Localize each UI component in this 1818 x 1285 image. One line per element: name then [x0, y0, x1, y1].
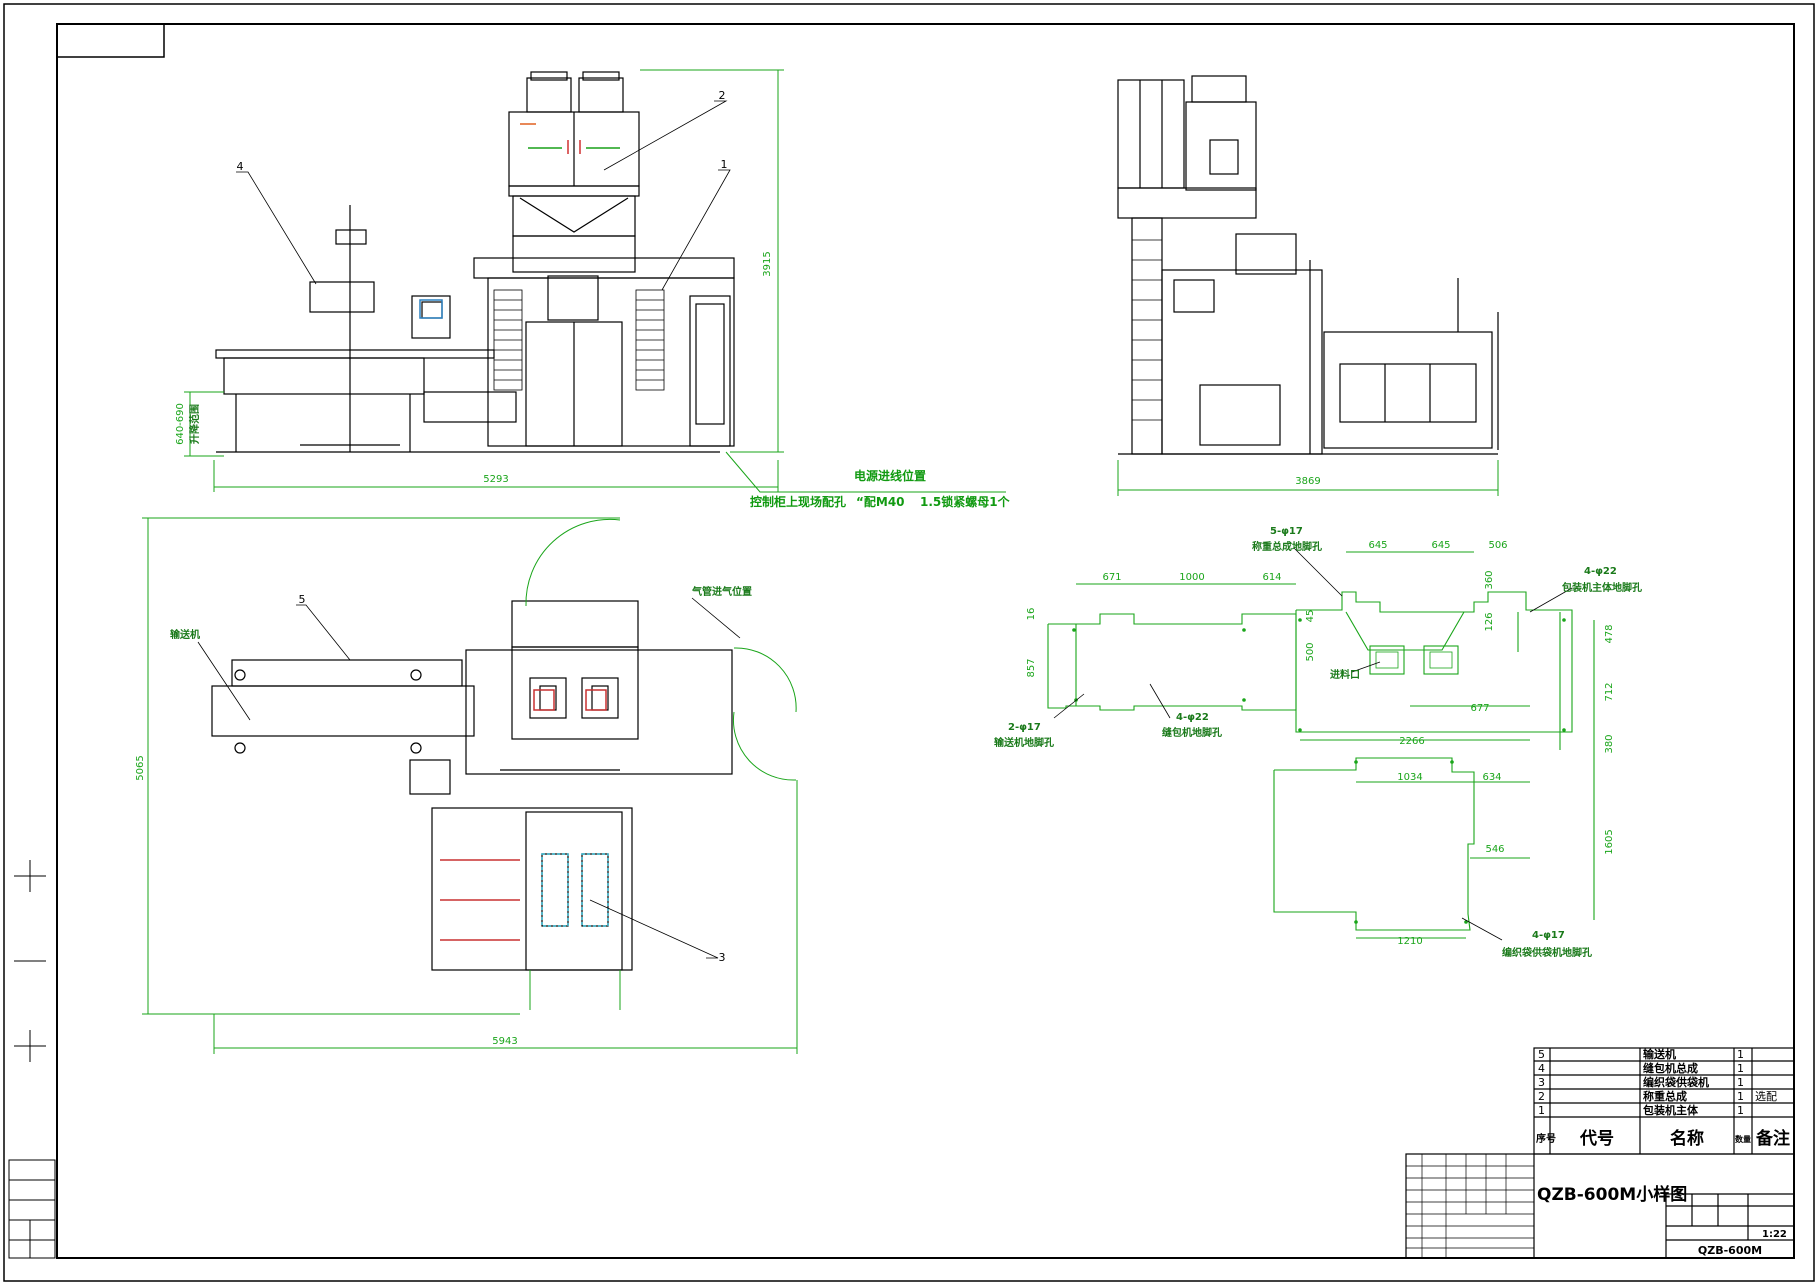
plan-view-accents	[440, 689, 609, 941]
dim-126: 126	[1484, 612, 1495, 631]
dim-1000: 1000	[1179, 572, 1204, 583]
foundation-dimension-texts: 671 1000 614 16 857 45 500 645 645 506 3…	[1026, 540, 1615, 947]
bom-row-4-note: 选配	[1755, 1090, 1777, 1103]
weigh-holes-label: 称重总成地脚孔	[1252, 540, 1322, 553]
bom-rows: 5 输送机 1 4 缝包机总成 1 3 编织袋供袋机 1 2 称重总成 1 选配…	[1536, 1047, 1790, 1149]
bom-row-3-qty: 1	[1737, 1076, 1744, 1089]
bom-row-2-qty: 1	[1737, 1062, 1744, 1075]
dim-500: 500	[1305, 642, 1316, 661]
dim-1210: 1210	[1397, 936, 1422, 947]
side-width-dimension: 3869	[1295, 476, 1320, 487]
drawing-scale: 1:22	[1762, 1229, 1787, 1240]
side-view	[1117, 75, 1499, 455]
bom-row-5-no: 1	[1538, 1104, 1545, 1117]
bom-row-1-name: 输送机	[1643, 1047, 1676, 1061]
dim-506: 506	[1488, 540, 1507, 551]
bom-row-4-no: 2	[1538, 1090, 1545, 1103]
dim-645-a: 645	[1368, 540, 1387, 551]
front-view-accents	[419, 123, 620, 319]
main-holes-spec: 4-φ22	[1584, 566, 1617, 577]
conveyor-holes-label: 输送机地脚孔	[994, 736, 1054, 749]
dim-1034: 1034	[1397, 772, 1422, 783]
dim-360-a: 360	[1484, 570, 1495, 589]
power-entry-note: 电源进线位置	[854, 468, 926, 483]
feeder-holes-spec: 4-φ17	[1532, 930, 1565, 941]
side-view-dimensions	[1117, 460, 1499, 496]
dim-1605: 1605	[1604, 829, 1615, 854]
dim-478: 478	[1604, 624, 1615, 643]
bom-table	[1533, 1047, 1795, 1155]
dim-857: 857	[1026, 658, 1037, 677]
bom-row-5-qty: 1	[1737, 1104, 1744, 1117]
lift-range-dimension: 640-690	[175, 403, 186, 445]
front-height-dimension: 3915	[762, 251, 773, 276]
bom-row-5-name: 包装机主体	[1642, 1103, 1699, 1117]
plan-height-dimension: 5065	[135, 755, 146, 780]
title-block	[1405, 1153, 1795, 1259]
sew-holes-label: 缝包机地脚孔	[1162, 726, 1222, 739]
dim-380: 380	[1604, 734, 1615, 753]
front-view	[215, 71, 735, 453]
plan-view-leaders	[197, 597, 741, 959]
foundation-hole-markers	[1072, 618, 1566, 924]
main-holes-label: 包装机主体地脚孔	[1562, 581, 1642, 594]
dim-712: 712	[1604, 682, 1615, 701]
nut-spec-a: “配M40	[856, 494, 905, 509]
air-inlet-label: 气管进气位置	[691, 585, 752, 598]
front-view-leaders	[236, 100, 731, 291]
dim-645-b: 645	[1431, 540, 1450, 551]
bom-header-code: 代号	[1579, 1128, 1614, 1149]
drawing-number: QZB-600M	[1698, 1244, 1762, 1257]
dim-614: 614	[1262, 572, 1281, 583]
weigh-holes-spec: 5-φ17	[1270, 526, 1303, 537]
plan-view-dimensions	[142, 517, 798, 1054]
conveyor-label: 输送机	[170, 628, 200, 641]
feed-inlet-label: 进料口	[1330, 668, 1360, 681]
bom-header-qty: 数量	[1735, 1134, 1751, 1144]
cabinet-hole-note: 控制柜上现场配孔	[750, 494, 846, 509]
bom-header-note: 备注	[1755, 1128, 1790, 1149]
conveyor-holes-spec: 2-φ17	[1008, 722, 1041, 733]
dim-2266: 2266	[1399, 736, 1424, 747]
bom-row-1-qty: 1	[1737, 1048, 1744, 1061]
bom-header-no: 序号	[1536, 1132, 1556, 1145]
bom-row-4-name: 称重总成	[1643, 1089, 1687, 1103]
callout-4: 4	[237, 160, 244, 173]
callout-5: 5	[299, 593, 306, 606]
plan-width-dimension: 5943	[492, 1036, 517, 1047]
sew-holes-spec: 4-φ22	[1176, 712, 1209, 723]
dim-677: 677	[1470, 703, 1489, 714]
nut-spec-b: 1.5锁紧螺母1个	[920, 494, 1011, 509]
drawing-title: QZB-600M小样图	[1537, 1184, 1687, 1205]
bom-row-4-qty: 1	[1737, 1090, 1744, 1103]
dim-16: 16	[1026, 608, 1037, 621]
bom-row-2-name: 缝包机总成	[1643, 1061, 1698, 1075]
callout-3: 3	[719, 951, 726, 964]
bom-row-2-no: 4	[1538, 1062, 1545, 1075]
foundation-plan	[1047, 551, 1595, 939]
lift-range-label: 升降范围	[188, 404, 201, 444]
dim-671: 671	[1102, 572, 1121, 583]
bom-row-1-no: 5	[1538, 1048, 1545, 1061]
front-width-dimension: 5293	[483, 474, 508, 485]
bom-row-3-name: 编织袋供袋机	[1643, 1075, 1709, 1089]
feeder-holes-label: 编织袋供袋机地脚孔	[1502, 946, 1592, 959]
foundation-leaders	[1053, 547, 1573, 941]
bom-row-3-no: 3	[1538, 1076, 1545, 1089]
callout-2: 2	[719, 89, 726, 102]
dim-634: 634	[1482, 772, 1501, 783]
dim-45: 45	[1305, 610, 1316, 623]
bom-header-name: 名称	[1670, 1128, 1704, 1149]
callout-1: 1	[721, 158, 728, 171]
plan-view	[211, 600, 733, 971]
dim-546: 546	[1485, 844, 1504, 855]
sheet-frame	[3, 3, 1815, 1282]
front-view-dimensions	[184, 69, 1006, 493]
